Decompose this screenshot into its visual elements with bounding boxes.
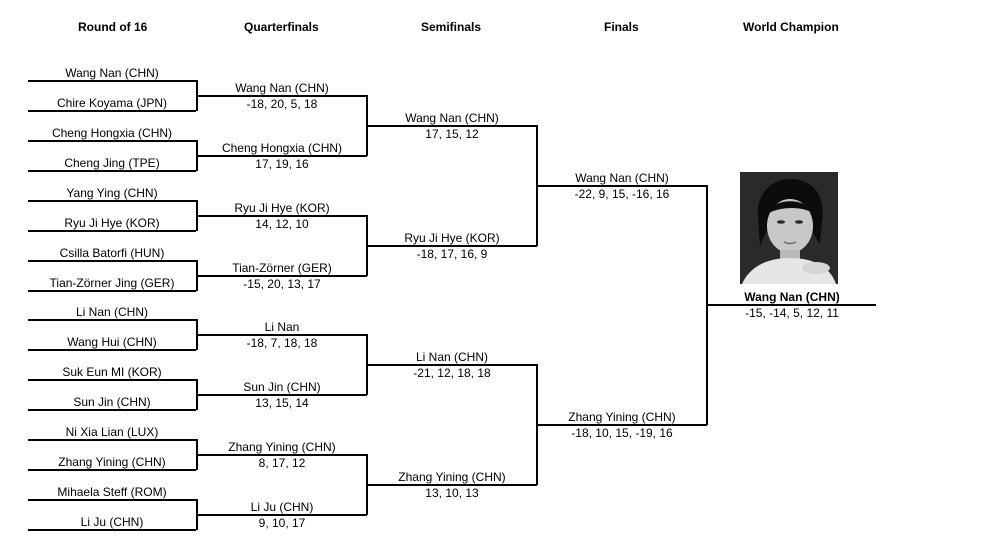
qf-winner-4: Tian-Zörner (GER) xyxy=(232,261,332,275)
qf-line-7 xyxy=(196,454,367,456)
qf-line-1 xyxy=(196,95,367,97)
qf-score-6: 13, 15, 14 xyxy=(255,396,309,410)
sf-line-4 xyxy=(366,484,537,486)
r16-player-2: Chire Koyama (JPN) xyxy=(56,96,168,110)
sf-line-1 xyxy=(366,125,537,127)
champion-score: -15, -14, 5, 12, 11 xyxy=(745,306,839,320)
final-score-1: -22, 9, 15, -16, 16 xyxy=(574,187,670,201)
r16-player-1: Wang Nan (CHN) xyxy=(65,66,159,80)
r16-player-5: Yang Ying (CHN) xyxy=(66,186,158,200)
sf-winner-2: Ryu Ji Hye (KOR) xyxy=(404,231,500,245)
final-line-1 xyxy=(536,185,707,187)
r16-line-13 xyxy=(28,439,196,441)
qf-score-5: -18, 7, 18, 18 xyxy=(246,336,318,350)
qf-score-2: 17, 19, 16 xyxy=(255,157,309,171)
sf-score-1: 17, 15, 12 xyxy=(425,127,479,141)
r16-player-16: Li Ju (CHN) xyxy=(80,515,144,529)
r16-line-5 xyxy=(28,200,196,202)
r16-line-6 xyxy=(28,230,196,232)
qf-winner-2: Cheng Hongxia (CHN) xyxy=(221,141,343,155)
qf-winner-6: Sun Jin (CHN) xyxy=(243,380,321,394)
qf-score-1: -18, 20, 5, 18 xyxy=(246,97,318,111)
sf-winner-1: Wang Nan (CHN) xyxy=(405,111,499,125)
r16-line-16 xyxy=(28,529,196,531)
champion-photo xyxy=(740,172,838,284)
qf-winner-7: Zhang Yining (CHN) xyxy=(228,440,336,454)
qf-winner-8: Li Ju (CHN) xyxy=(250,500,314,514)
r16-player-15: Mihaela Steff (ROM) xyxy=(57,485,167,499)
r16-player-13: Ni Xia Lian (LUX) xyxy=(65,425,159,439)
sf-winner-4: Zhang Yining (CHN) xyxy=(398,470,506,484)
sf-score-4: 13, 10, 13 xyxy=(425,486,479,500)
qf-score-3: 14, 12, 10 xyxy=(255,217,309,231)
qf-score-4: -15, 20, 13, 17 xyxy=(243,277,321,291)
sf-score-2: -18, 17, 16, 9 xyxy=(416,247,488,261)
champion-portrait-icon xyxy=(740,172,838,284)
champion-name: Wang Nan (CHN) xyxy=(744,290,840,304)
r16-player-12: Sun Jin (CHN) xyxy=(73,395,151,409)
header-round-of-16: Round of 16 xyxy=(78,20,148,34)
qf-winner-5: Li Nan xyxy=(264,320,300,334)
qf-line-2 xyxy=(196,155,367,157)
r16-player-11: Suk Eun MI (KOR) xyxy=(62,365,162,379)
sf-score-3: -21, 12, 18, 18 xyxy=(413,366,491,380)
qf-score-7: 8, 17, 12 xyxy=(258,456,306,470)
qf-winner-3: Ryu Ji Hye (KOR) xyxy=(234,201,330,215)
r16-line-4 xyxy=(28,170,196,172)
sf-line-2 xyxy=(366,245,537,247)
sf-line-3 xyxy=(366,364,537,366)
r16-player-14: Zhang Yining (CHN) xyxy=(58,455,166,469)
qf-winner-1: Wang Nan (CHN) xyxy=(235,81,329,95)
qf-line-4 xyxy=(196,275,367,277)
champion-line xyxy=(706,304,876,306)
r16-player-10: Wang Hui (CHN) xyxy=(67,335,157,349)
final-line-2 xyxy=(536,424,707,426)
r16-line-2 xyxy=(28,110,196,112)
header-world-champion: World Champion xyxy=(743,20,839,34)
qf-line-5 xyxy=(196,334,367,336)
r16-player-4: Cheng Jing (TPE) xyxy=(64,156,160,170)
r16-line-14 xyxy=(28,469,196,471)
qf-line-3 xyxy=(196,215,367,217)
r16-line-8 xyxy=(28,290,196,292)
r16-line-11 xyxy=(28,379,196,381)
r16-line-9 xyxy=(28,319,196,321)
r16-line-3 xyxy=(28,140,196,142)
r16-line-12 xyxy=(28,409,196,411)
final-winner-1: Wang Nan (CHN) xyxy=(575,171,669,185)
sf-winner-3: Li Nan (CHN) xyxy=(415,350,488,364)
r16-player-7: Csilla Batorfi (HUN) xyxy=(59,246,165,260)
r16-player-8: Tian-Zörner Jing (GER) xyxy=(49,276,175,290)
r16-player-6: Ryu Ji Hye (KOR) xyxy=(64,216,160,230)
header-semifinals: Semifinals xyxy=(421,20,482,34)
header-finals: Finals xyxy=(604,20,639,34)
qf-line-8 xyxy=(196,514,367,516)
r16-line-15 xyxy=(28,499,196,501)
final-winner-2: Zhang Yining (CHN) xyxy=(568,410,676,424)
header-quarterfinals: Quarterfinals xyxy=(244,20,319,34)
r16-line-1 xyxy=(28,80,196,82)
qf-line-6 xyxy=(196,394,367,396)
r16-line-7 xyxy=(28,260,196,262)
r16-player-9: Li Nan (CHN) xyxy=(75,305,148,319)
r16-line-10 xyxy=(28,349,196,351)
final-score-2: -18, 10, 15, -19, 16 xyxy=(571,426,673,440)
qf-score-8: 9, 10, 17 xyxy=(258,516,306,530)
r16-player-3: Cheng Hongxia (CHN) xyxy=(51,126,173,140)
